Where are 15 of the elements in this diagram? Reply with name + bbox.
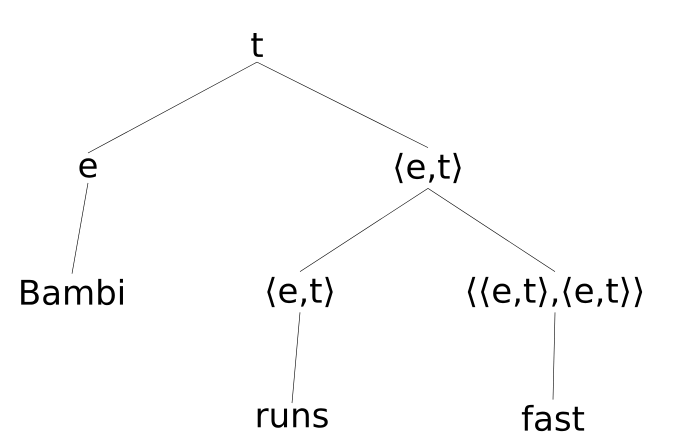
tree-label: t <box>251 33 263 57</box>
tree-branch <box>256 62 428 148</box>
tree-label: Bambi <box>21 278 123 306</box>
tree-branch <box>72 182 88 274</box>
tree-branch <box>552 312 556 400</box>
tree-branch <box>428 188 556 272</box>
tree-label: e <box>79 158 97 178</box>
tree-label: ⟨e,t⟩ <box>395 152 461 184</box>
tree-label: ⟨e,t⟩ <box>267 276 333 308</box>
tree-branch <box>88 62 258 154</box>
tree-label: fast <box>522 404 584 432</box>
tree-branch <box>292 312 300 404</box>
tree-label: runs <box>258 408 328 428</box>
tree-label: ⟨⟨e,t⟩,⟨e,t⟩⟩ <box>468 276 642 308</box>
tree-branch <box>300 188 428 272</box>
